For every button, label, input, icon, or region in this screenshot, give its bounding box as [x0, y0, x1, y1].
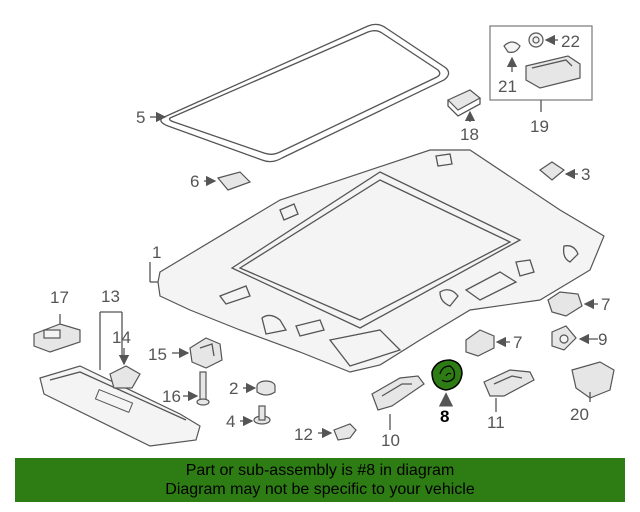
callout-22: 22	[561, 32, 580, 51]
sun-visor-part-13	[39, 365, 201, 447]
clip-part-3	[538, 161, 566, 181]
callout-8: 8	[440, 407, 449, 426]
callout-21: 21	[498, 77, 517, 96]
bracket-part-7a	[547, 291, 583, 317]
callout-18: 18	[460, 125, 479, 144]
lamp-assembly-box-part-19	[489, 25, 593, 112]
grab-handle-part-10	[371, 375, 425, 411]
callout-12: 12	[294, 425, 313, 444]
clip-part-4	[253, 405, 271, 425]
callout-19: 19	[530, 117, 549, 136]
pin-part-12	[333, 423, 357, 441]
callout-9: 9	[598, 330, 607, 349]
callout-7a: 7	[601, 295, 610, 314]
highlighted-part-8	[431, 359, 463, 391]
banner-line-2: Diagram may not be specific to your vehi…	[165, 481, 475, 498]
hook-part-15	[189, 337, 223, 369]
callout-16: 16	[162, 387, 181, 406]
headliner-part-1	[157, 149, 605, 373]
info-banner: Part or sub-assembly is #8 in diagram Di…	[15, 458, 625, 502]
clip-part-9	[551, 325, 577, 351]
callout-13: 13	[101, 287, 120, 306]
callout-5: 5	[136, 108, 145, 127]
callout-2: 2	[229, 379, 238, 398]
callout-11: 11	[487, 413, 505, 432]
callout-15: 15	[148, 345, 167, 364]
callout-20: 20	[570, 405, 589, 424]
mirror-part-17	[33, 323, 81, 353]
cap-part-2	[256, 380, 276, 396]
callout-4: 4	[226, 412, 235, 431]
callout-1: 1	[152, 243, 161, 262]
banner-line-1: Part or sub-assembly is #8 in diagram	[185, 462, 455, 479]
cover-part-20	[571, 361, 615, 399]
visor-clip-part-14	[109, 365, 141, 389]
bracket-part-7b	[465, 329, 495, 357]
callout-17: 17	[50, 288, 69, 307]
bulb-part-21	[503, 41, 521, 53]
callout-14: 14	[112, 328, 131, 347]
sunroof-seal-part-5	[160, 23, 450, 163]
bracket-part-6	[216, 171, 252, 191]
parts-diagram: 1 2 3 4 5 6 7 7 8 9 10 11 12 13 14 15 16…	[33, 23, 615, 450]
grab-handle-part-11	[483, 369, 535, 397]
callout-10: 10	[381, 431, 400, 450]
callout-7b: 7	[513, 333, 522, 352]
callout-6: 6	[190, 172, 199, 191]
callout-3: 3	[581, 165, 590, 184]
clip-part-18	[446, 89, 482, 117]
screw-part-16	[196, 371, 210, 406]
